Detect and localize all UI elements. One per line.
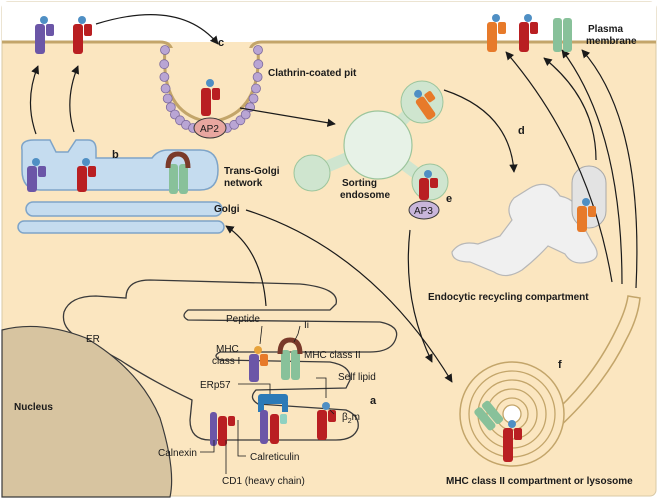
step-letter-c: c bbox=[218, 37, 224, 49]
label-nucleus: Nucleus bbox=[14, 402, 53, 413]
label-er: ER bbox=[86, 334, 100, 345]
label-trans-golgi-1: Trans-Golgi bbox=[224, 166, 280, 177]
molecule-cd1-pm-orange bbox=[487, 14, 506, 52]
molecule-mhc1-er bbox=[249, 346, 268, 382]
label-golgi: Golgi bbox=[214, 204, 240, 215]
label-sorting-1: Sorting bbox=[342, 178, 377, 189]
step-letter-d: d bbox=[518, 125, 525, 137]
arrow-endosome-to-lysosome bbox=[407, 229, 433, 363]
clathrin-bead bbox=[160, 45, 170, 55]
leader-lines bbox=[200, 325, 335, 474]
clathrin-bead bbox=[162, 93, 173, 104]
clathrin-bead bbox=[159, 72, 170, 82]
step-letter-e: e bbox=[446, 193, 452, 205]
arrow-lyso-to-pm-3 bbox=[505, 51, 613, 283]
plasma-membrane bbox=[2, 2, 656, 42]
golgi-stack bbox=[17, 139, 225, 234]
step-letter-b: b bbox=[112, 149, 119, 161]
molecule-calnexin-cd1 bbox=[210, 412, 235, 446]
label-calnexin: Calnexin bbox=[158, 448, 197, 459]
label-ap3: AP3 bbox=[414, 206, 433, 217]
molecule-cd1-pm-right bbox=[73, 16, 92, 54]
arrow-lyso-to-pm-1 bbox=[561, 49, 623, 285]
clathrin-bead bbox=[252, 72, 263, 82]
nucleus bbox=[1, 325, 173, 498]
molecule-mhc2-lysosome bbox=[474, 400, 504, 431]
label-recycling: Endocytic recycling compartment bbox=[428, 292, 589, 303]
label-mhc1-1: MHC bbox=[216, 344, 239, 355]
arrow-endosome-to-recycling bbox=[443, 89, 518, 173]
arrow-tgn-to-pm-2 bbox=[69, 65, 80, 133]
arrow-golgi-to-lysosome bbox=[245, 209, 453, 383]
molecule-mhc2-tgn bbox=[165, 151, 191, 194]
ap3-adaptor bbox=[408, 200, 440, 220]
trafficking-arrows bbox=[29, 14, 638, 383]
molecule-cd1-b2m bbox=[317, 402, 336, 440]
label-clathrin-pit: Clathrin-coated pit bbox=[268, 68, 357, 79]
molecule-cd1-pm-left bbox=[35, 16, 54, 54]
arrow-lyso-to-pm-2 bbox=[581, 49, 638, 289]
clathrin-bead bbox=[240, 109, 251, 120]
label-cd1: CD1 (heavy chain) bbox=[222, 476, 305, 487]
clathrin-bead bbox=[159, 59, 170, 70]
arrow-er-to-golgi bbox=[225, 225, 267, 307]
clathrin-bead bbox=[253, 45, 263, 55]
label-ii: Ii bbox=[304, 320, 309, 331]
label-mhc1-2: class I bbox=[212, 356, 240, 367]
clathrin-bead bbox=[160, 83, 171, 94]
label-sorting-2: endosome bbox=[340, 190, 390, 201]
endoplasmic-reticulum bbox=[62, 279, 398, 441]
molecule-cd1-lysosome bbox=[503, 420, 522, 462]
label-ap2: AP2 bbox=[200, 124, 219, 135]
label-plasma-membrane-2: membrane bbox=[586, 36, 637, 47]
molecule-cd1-endosome-orange bbox=[414, 89, 436, 120]
label-calreticulin: Calreticulin bbox=[250, 452, 299, 463]
arrow-pm-to-pit bbox=[95, 14, 219, 45]
label-mhc2-compartment: MHC class II compartment or lysosome bbox=[446, 476, 633, 487]
clathrin-bead bbox=[253, 59, 264, 70]
label-erp57: ERp57 bbox=[200, 380, 231, 391]
label-b2m: β2m bbox=[342, 412, 360, 425]
ap2-adaptor bbox=[193, 117, 227, 139]
clathrin-bead bbox=[165, 102, 176, 113]
step-letter-a: a bbox=[370, 395, 377, 407]
clathrin-bead bbox=[251, 83, 261, 94]
molecule-cd1-endosome-red bbox=[419, 170, 438, 200]
arrow-recycling-to-pm bbox=[543, 57, 597, 161]
molecule-mhc2-pm bbox=[553, 18, 572, 52]
arrow-pit-to-endosome bbox=[239, 107, 336, 127]
molecule-calreticulin-cd1 bbox=[258, 394, 288, 444]
molecule-cd1-tgn-left bbox=[27, 158, 46, 192]
step-letter-f: f bbox=[558, 359, 562, 371]
arrow-tgn-to-pm-1 bbox=[29, 65, 40, 135]
molecule-cd1-tgn-right bbox=[77, 158, 96, 192]
molecule-cd1-pit bbox=[201, 79, 220, 116]
label-mhc2: MHC class II bbox=[304, 350, 361, 361]
label-self-lipid: Self lipid bbox=[338, 372, 376, 383]
molecule-cd1-recycling bbox=[577, 198, 596, 232]
clathrin-bead bbox=[248, 93, 259, 104]
label-trans-golgi-2: network bbox=[224, 178, 263, 189]
molecule-mhc2-er bbox=[277, 337, 303, 380]
label-plasma-membrane-1: Plasma bbox=[588, 24, 623, 35]
molecule-cd1-pm-red bbox=[519, 14, 538, 52]
label-peptide: Peptide bbox=[226, 314, 260, 325]
